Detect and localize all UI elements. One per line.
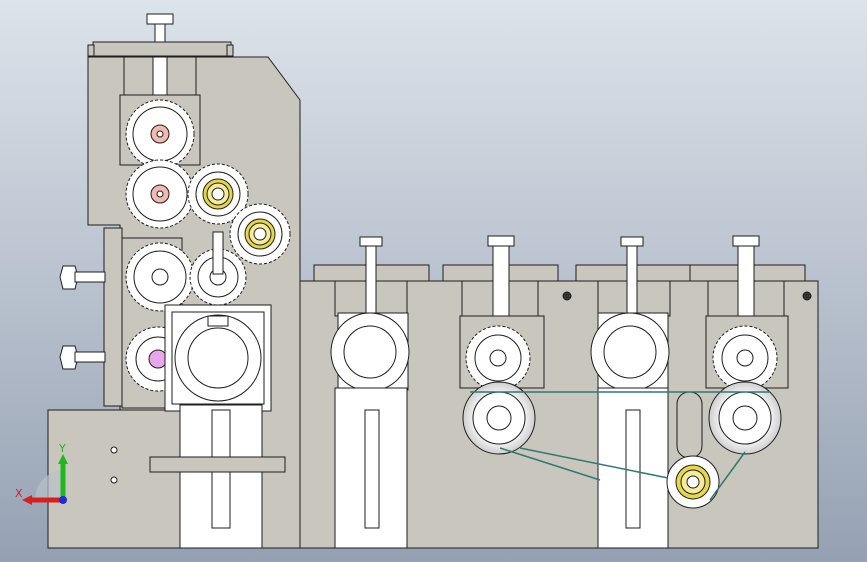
bearing-gear-1[interactable] bbox=[187, 163, 249, 225]
gear-7[interactable] bbox=[712, 325, 778, 391]
roll-head-1-bore bbox=[187, 327, 249, 389]
mount-hole bbox=[562, 291, 572, 301]
bearing-gear-2[interactable] bbox=[229, 203, 291, 265]
mount-hole bbox=[110, 476, 118, 484]
triad-y-arrow bbox=[58, 454, 68, 464]
mount-hole bbox=[802, 291, 812, 301]
side-bolt-upper[interactable] bbox=[59, 265, 106, 290]
left-guide-bar[interactable] bbox=[103, 227, 123, 407]
roll-head-2-bore bbox=[343, 325, 397, 379]
lower-roll-1[interactable] bbox=[462, 381, 536, 455]
roll-head-1-keyway bbox=[207, 315, 229, 327]
stand-1-flange[interactable] bbox=[149, 456, 286, 473]
roll-forming-assembly[interactable] bbox=[47, 13, 819, 549]
side-bolt-lower[interactable] bbox=[59, 345, 106, 370]
gear-3[interactable] bbox=[125, 242, 195, 312]
adjust-screw-head[interactable] bbox=[146, 13, 174, 25]
top-clamp-bar[interactable] bbox=[92, 41, 232, 57]
gear-2[interactable] bbox=[125, 159, 195, 229]
gear-1[interactable] bbox=[125, 99, 195, 169]
gear-6[interactable] bbox=[465, 325, 531, 391]
triad-z-dot bbox=[59, 496, 67, 504]
top-clamp-bar-lip bbox=[87, 44, 95, 57]
adjust-screw-shaft[interactable] bbox=[152, 56, 168, 96]
stand-4-slot bbox=[625, 409, 641, 529]
drive-belt[interactable] bbox=[470, 391, 770, 501]
tensioner-slot-plate[interactable] bbox=[676, 391, 703, 459]
station-5-adjust-screw[interactable] bbox=[732, 235, 760, 317]
axis-triad: X Y bbox=[15, 442, 68, 505]
triad-x-label: X bbox=[15, 487, 23, 500]
triad-x-arrow bbox=[22, 495, 32, 505]
stand-2-slot bbox=[364, 409, 380, 529]
mount-hole bbox=[110, 446, 118, 454]
gear-4[interactable] bbox=[189, 248, 247, 306]
triad-origin-shadow bbox=[34, 470, 63, 500]
tension-rod[interactable] bbox=[212, 231, 224, 275]
lower-roll-2[interactable] bbox=[708, 381, 782, 455]
triad-y-label: Y bbox=[58, 442, 66, 455]
adjust-screw-neck bbox=[154, 23, 166, 43]
tensioner-idler[interactable] bbox=[666, 455, 720, 509]
top-clamp-bar-lip bbox=[226, 44, 234, 57]
roll-head-4-bore bbox=[603, 325, 657, 379]
